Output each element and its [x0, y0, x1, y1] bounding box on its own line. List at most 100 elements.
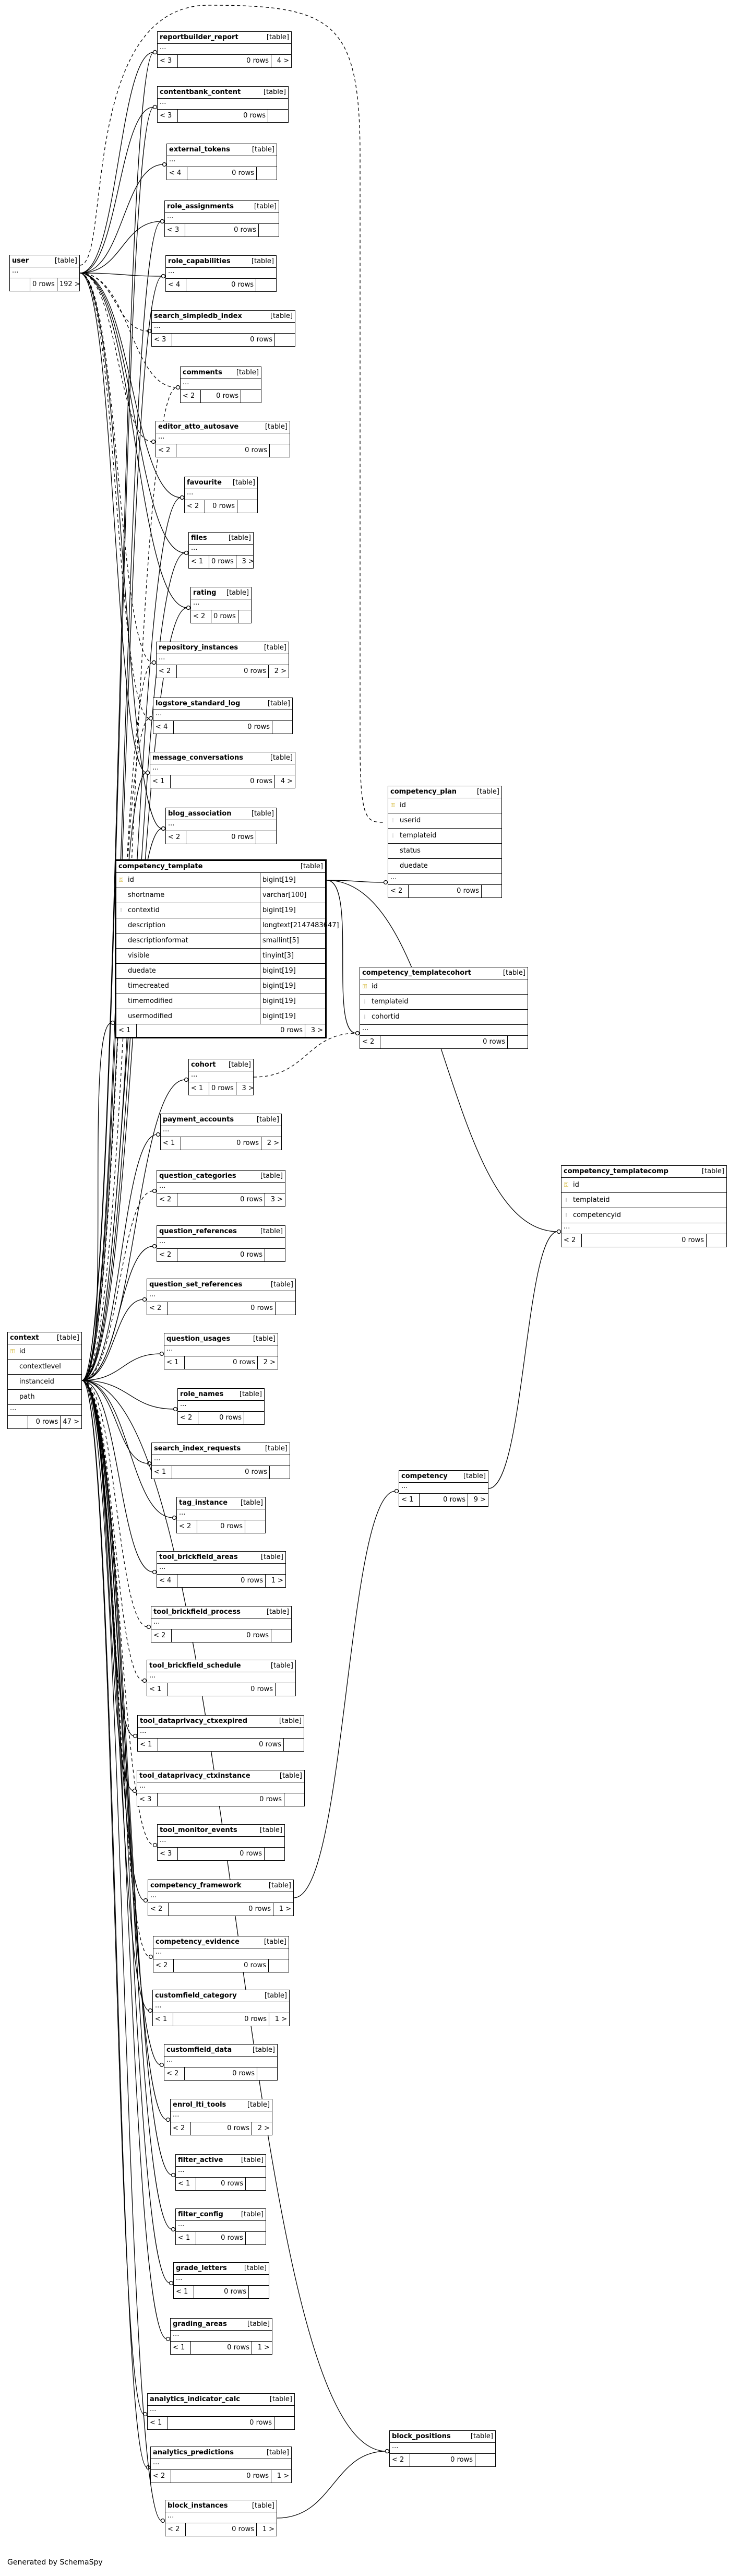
parents-count-link[interactable]: < 2 [159, 667, 171, 675]
table-name[interactable]: grading_areas [173, 2320, 227, 2328]
parents-count-link[interactable]: < 1 [178, 2180, 190, 2188]
parents-count-link[interactable]: < 1 [154, 1468, 166, 1476]
table-name[interactable]: competency_framework [150, 1882, 242, 1889]
parents-count-link[interactable]: < 2 [179, 1522, 192, 1530]
parents-count-link[interactable]: < 2 [153, 1632, 166, 1639]
parents-count-link[interactable]: < 2 [159, 1251, 172, 1259]
children-count-link[interactable]: 4 > [280, 777, 293, 785]
parents-count-link[interactable]: < 2 [158, 446, 171, 454]
table-name[interactable]: analytics_predictions [153, 2449, 234, 2456]
parents-count-link[interactable]: < 3 [160, 57, 172, 65]
parents-count-link[interactable]: < 1 [118, 1026, 131, 1034]
children-count-link[interactable]: 9 > [473, 1496, 486, 1504]
parents-count-link[interactable]: < 1 [191, 1084, 204, 1092]
children-count-link[interactable]: 47 > [63, 1418, 79, 1426]
table-name[interactable]: competency_templatecomp [564, 1167, 668, 1175]
children-count-link[interactable]: 1 > [277, 2472, 289, 2480]
table-competency-templatecohort[interactable]: competency_templatecohort[table]⚿id⁞temp… [360, 967, 528, 1049]
table-name[interactable]: external_tokens [169, 146, 230, 153]
table-name[interactable]: grade_letters [176, 2264, 227, 2272]
parents-count-link[interactable]: < 4 [169, 169, 182, 177]
parents-count-link[interactable]: < 2 [180, 1414, 193, 1422]
table-name[interactable]: tool_brickfield_process [153, 1608, 241, 1616]
parents-count-link[interactable]: < 2 [153, 2472, 165, 2480]
table-name[interactable]: files [191, 534, 207, 542]
parents-count-link[interactable]: < 2 [390, 887, 403, 895]
table-name[interactable]: search_index_requests [154, 1445, 241, 1452]
parents-count-link[interactable]: < 2 [564, 1236, 576, 1244]
parents-count-link[interactable]: < 1 [191, 558, 204, 565]
table-name[interactable]: search_simpledb_index [154, 312, 242, 320]
table-tool-dataprivacy-ctxinstance[interactable]: tool_dataprivacy_ctxinstance[table]...< … [137, 1770, 305, 1806]
table-name[interactable]: customfield_category [155, 1992, 237, 2000]
table-name[interactable]: tag_instance [179, 1499, 228, 1507]
parents-count-link[interactable]: < 1 [149, 1685, 162, 1693]
parents-count-link[interactable]: < 2 [159, 1196, 172, 1203]
parents-count-link[interactable]: < 3 [154, 336, 166, 344]
table-name[interactable]: favourite [187, 479, 222, 487]
table-name[interactable]: competency_template [118, 862, 203, 870]
table-name[interactable]: filter_config [178, 2211, 223, 2218]
parents-count-link[interactable]: < 1 [401, 1496, 414, 1504]
children-count-link[interactable]: 3 > [242, 1084, 254, 1092]
table-name[interactable]: context [10, 1334, 39, 1342]
table-name[interactable]: tool_dataprivacy_ctxexpired [140, 1717, 248, 1725]
parents-count-link[interactable]: < 2 [166, 2070, 179, 2077]
children-count-link[interactable]: 3 > [310, 1026, 323, 1034]
parents-count-link[interactable]: < 3 [167, 226, 180, 234]
parents-count-link[interactable]: < 3 [160, 1850, 172, 1858]
table-name[interactable]: competency [401, 1472, 448, 1480]
table-name[interactable]: enrol_lti_tools [173, 2101, 226, 2109]
parents-count-link[interactable]: < 2 [173, 2124, 185, 2132]
parents-count-link[interactable]: < 2 [168, 2525, 180, 2533]
table-name[interactable]: analytics_indicator_calc [150, 2395, 240, 2403]
table-name[interactable]: rating [193, 589, 217, 597]
parents-count-link[interactable]: < 1 [140, 1741, 152, 1748]
parents-count-link[interactable]: < 1 [178, 2234, 190, 2242]
children-count-link[interactable]: 1 > [271, 1577, 283, 1585]
children-count-link[interactable]: 3 > [270, 1196, 283, 1203]
table-name[interactable]: competency_evidence [156, 1938, 240, 1946]
parents-count-link[interactable]: < 1 [150, 2419, 162, 2427]
parents-count-link[interactable]: < 3 [160, 112, 172, 120]
table-name[interactable]: filter_active [178, 2156, 223, 2164]
parents-count-link[interactable]: < 2 [156, 1961, 168, 1969]
children-count-link[interactable]: 1 > [274, 2015, 287, 2023]
children-count-link[interactable]: 1 > [257, 2344, 270, 2352]
table-name[interactable]: tool_brickfield_areas [159, 1553, 238, 1561]
table-competency-plan[interactable]: competency_plan[table]⚿id⁞userid⁞templat… [388, 786, 502, 898]
parents-count-link[interactable]: < 2 [149, 1304, 162, 1312]
table-name[interactable]: competency_plan [390, 788, 457, 796]
parents-count-link[interactable]: < 2 [187, 502, 199, 510]
parents-count-link[interactable]: < 2 [183, 392, 195, 400]
children-count-link[interactable]: 1 > [262, 2525, 274, 2533]
